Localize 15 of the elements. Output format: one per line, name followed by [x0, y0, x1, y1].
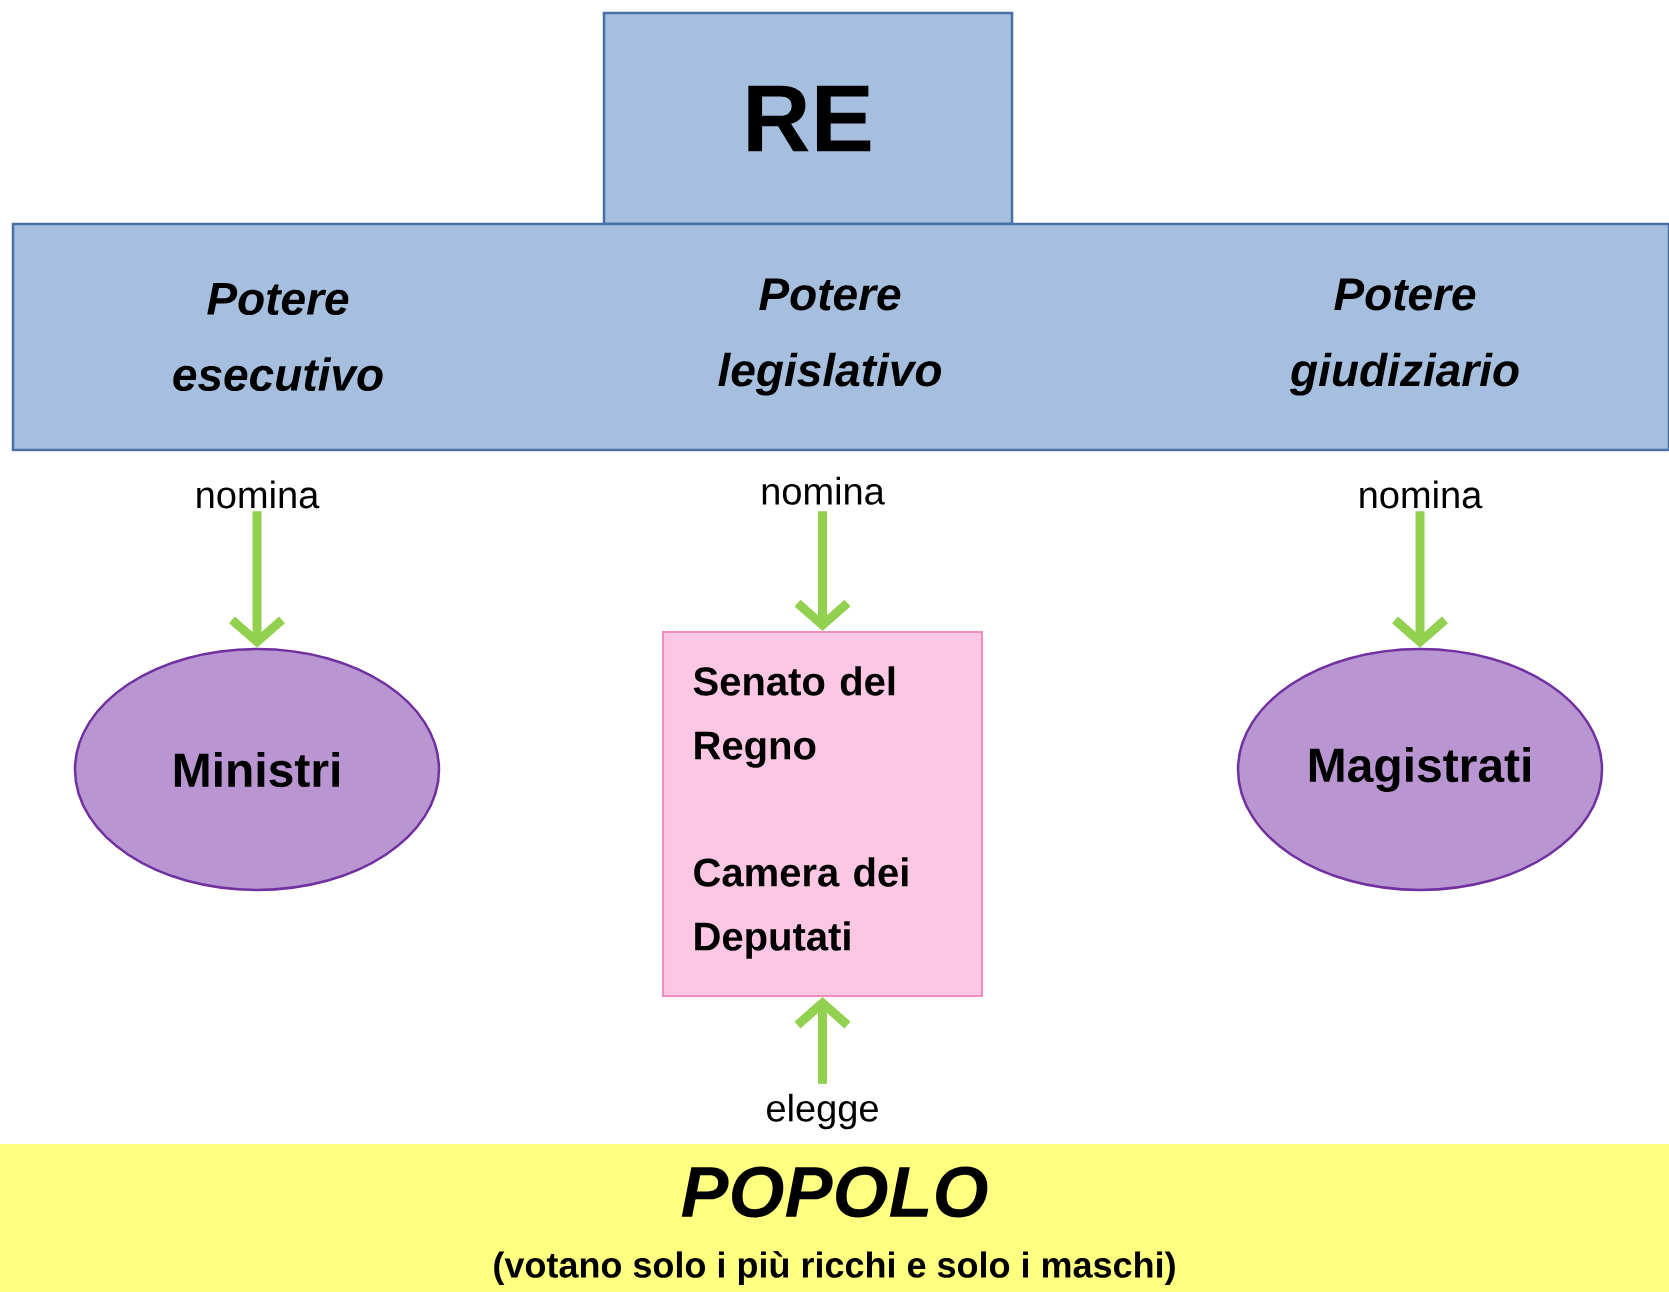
edge-label: nomina	[197, 480, 320, 509]
arrow	[794, 511, 851, 631]
arrow	[229, 511, 285, 648]
arrow	[1392, 511, 1448, 648]
band-label: (votano solo i più ricchi e solo i maschi)	[494, 1251, 1175, 1285]
box-label: Senato del Regno	[693, 666, 895, 768]
edge-label: nomina	[762, 476, 885, 505]
box-label: Camera dei Deputati	[694, 857, 908, 959]
band-label: Potere giudiziario	[1289, 278, 1519, 396]
band-label: Potere esecutivo	[173, 282, 383, 392]
band-label: POPOLO	[681, 1166, 988, 1218]
edge-label: nomina	[1360, 480, 1483, 509]
band-label: Potere legislativo	[718, 278, 941, 396]
title-box: RE	[602, 11, 1014, 226]
edge-label: elegge	[767, 1093, 878, 1130]
